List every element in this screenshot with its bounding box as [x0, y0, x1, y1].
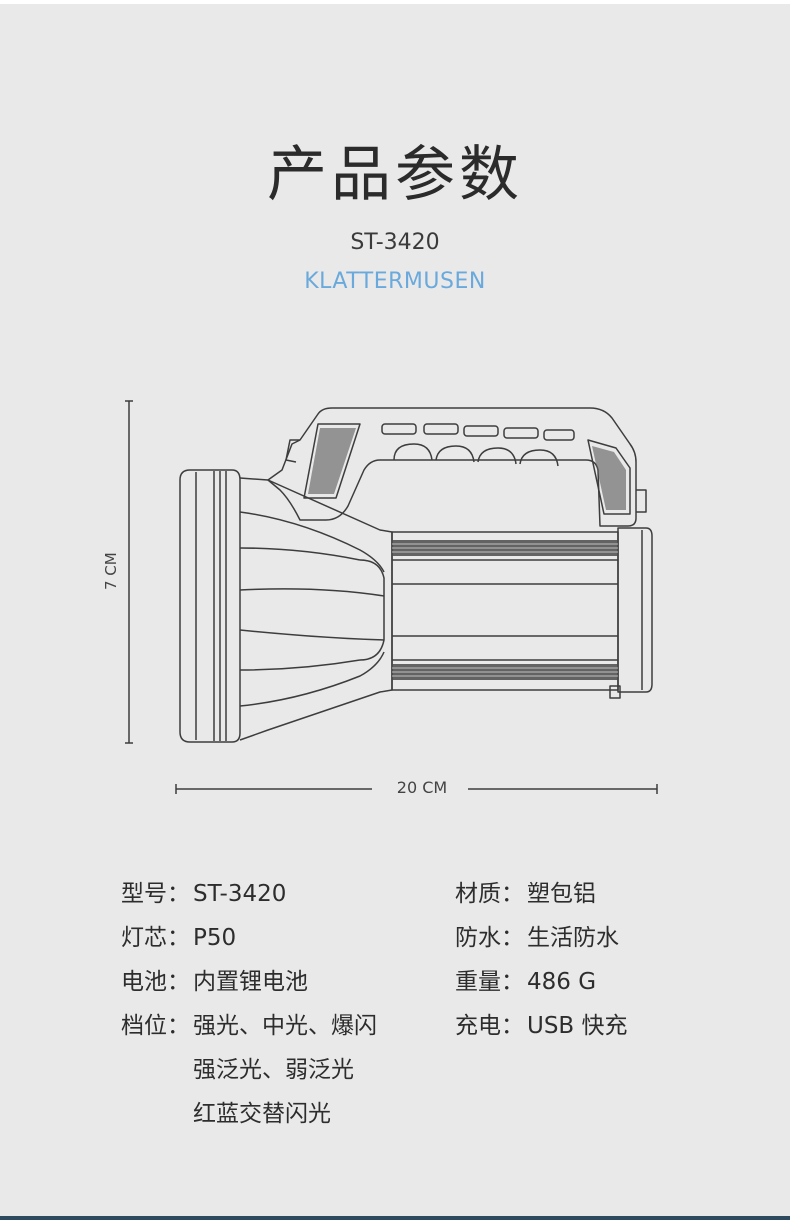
model-number: ST-3420 [350, 230, 440, 255]
spec-value: ST-3420 [193, 881, 287, 907]
handle-grip-texture-right [592, 446, 626, 510]
spec-label: 防水： [455, 925, 524, 951]
reflector-body [239, 477, 393, 741]
spec-value: 486 G [527, 969, 597, 995]
battery-tube [391, 531, 619, 691]
lens-head [179, 469, 241, 743]
spec-label: 档位： [121, 1013, 190, 1039]
spec-label: 灯芯： [121, 925, 190, 951]
spec-row-charging: 充电： USB 快充 [455, 1004, 628, 1048]
spec-row-model: 型号： ST-3420 [121, 872, 377, 916]
height-dimension-label: 7 CM [102, 552, 120, 590]
width-dimension-label: 20 CM [396, 778, 448, 797]
spec-label: 重量： [455, 969, 524, 995]
width-dimension-line [175, 784, 658, 794]
spec-row-waterproof: 防水： 生活防水 [455, 916, 628, 960]
spec-list-left: 型号： ST-3420 灯芯： P50 电池： 内置锂电池 档位： 强光、中光、… [121, 872, 377, 1136]
end-cap [609, 527, 653, 699]
spec-value: 内置锂电池 [193, 969, 308, 995]
spec-value: 生活防水 [527, 925, 619, 951]
spec-label: 材质： [455, 881, 524, 907]
flashlight-line-drawing [125, 400, 658, 794]
spec-value: 塑包铝 [527, 881, 596, 907]
spec-list-right: 材质： 塑包铝 防水： 生活防水 重量： 486 G 充电： USB 快充 [455, 872, 628, 1048]
spec-row-material: 材质： 塑包铝 [455, 872, 628, 916]
spec-value: P50 [193, 925, 237, 951]
spec-label: 电池： [121, 969, 190, 995]
bottom-edge-bar [0, 1216, 790, 1220]
page-title: 产品参数 [267, 140, 523, 210]
top-edge-line [0, 0, 790, 4]
spec-row-weight: 重量： 486 G [455, 960, 628, 1004]
spec-row-battery: 电池： 内置锂电池 [121, 960, 377, 1004]
spec-label: 充电： [455, 1013, 524, 1039]
carry-handle [267, 407, 647, 527]
spec-value-group: 强光、中光、爆闪 强泛光、弱泛光 红蓝交替闪光 [193, 1004, 377, 1136]
spec-label: 型号： [121, 881, 190, 907]
spec-row-led: 灯芯： P50 [121, 916, 377, 960]
handle-grip-texture-left [308, 428, 356, 494]
spec-value: USB 快充 [527, 1013, 628, 1039]
spec-value: 强泛光、弱泛光 [193, 1057, 354, 1083]
spec-value: 强光、中光、爆闪 [193, 1013, 377, 1039]
spec-value: 红蓝交替闪光 [193, 1101, 331, 1127]
brand-name: KLATTERMUSEN [304, 269, 486, 294]
height-dimension-line [125, 400, 133, 744]
spec-row-modes: 档位： 强光、中光、爆闪 强泛光、弱泛光 红蓝交替闪光 [121, 1004, 377, 1136]
